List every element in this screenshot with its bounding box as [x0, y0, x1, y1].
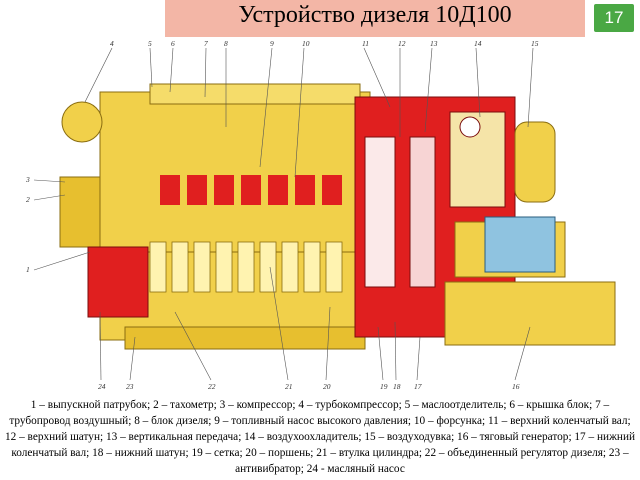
oil-pan — [124, 326, 366, 350]
callout-label: 4 — [110, 39, 114, 48]
callout-label: 21 — [285, 382, 293, 391]
fuel-pump-row — [160, 175, 342, 205]
oil-pump-housing — [87, 246, 149, 318]
callout-label: 10 — [302, 39, 310, 48]
slide-title: Устройство дизеля 10Д100 — [238, 2, 512, 28]
page-number-badge: 17 — [594, 4, 634, 32]
engine-block — [99, 91, 371, 258]
blower — [514, 121, 556, 203]
cylinder-row — [149, 241, 343, 293]
compressor — [59, 176, 101, 248]
callout-label: 6 — [171, 39, 175, 48]
callout-label: 11 — [362, 39, 369, 48]
figure-caption: 1 – выпускной патрубок; 2 – тахометр; 3 … — [4, 399, 636, 475]
callout-label: 15 — [531, 39, 539, 48]
callout-label: 1 — [26, 265, 30, 274]
callout-label: 19 — [380, 382, 388, 391]
callout-label: 24 — [98, 382, 106, 391]
title-bar — [165, 0, 585, 37]
callout-label: 12 — [398, 39, 406, 48]
callout-label: 23 — [126, 382, 134, 391]
engine-diagram: 4 5 6 7 8 9 10 11 12 13 14 15 3 2 1 24 2… — [0, 37, 640, 395]
callout-label: 2 — [26, 195, 30, 204]
traction-generator-blue — [484, 216, 556, 273]
callouts-left: 3 2 1 — [25, 175, 30, 274]
callouts-bottom: 24 23 22 21 20 19 18 17 16 — [98, 382, 520, 391]
callout-label: 5 — [148, 39, 152, 48]
callout-label: 22 — [208, 382, 216, 391]
engine-top-cover — [149, 83, 361, 105]
callout-label: 9 — [270, 39, 274, 48]
traction-generator — [444, 281, 616, 346]
callout-label: 13 — [430, 39, 438, 48]
callout-label: 7 — [204, 39, 208, 48]
callout-label: 16 — [512, 382, 520, 391]
callout-label: 8 — [224, 39, 228, 48]
callouts-top: 4 5 6 7 8 9 10 11 12 13 14 15 — [110, 39, 539, 48]
callout-label: 17 — [414, 382, 422, 391]
leader-lines — [33, 47, 534, 381]
callout-label: 18 — [393, 382, 401, 391]
callout-label: 14 — [474, 39, 482, 48]
callout-label: 20 — [323, 382, 331, 391]
callout-label: 3 — [25, 175, 30, 184]
turbocharger — [61, 101, 103, 143]
